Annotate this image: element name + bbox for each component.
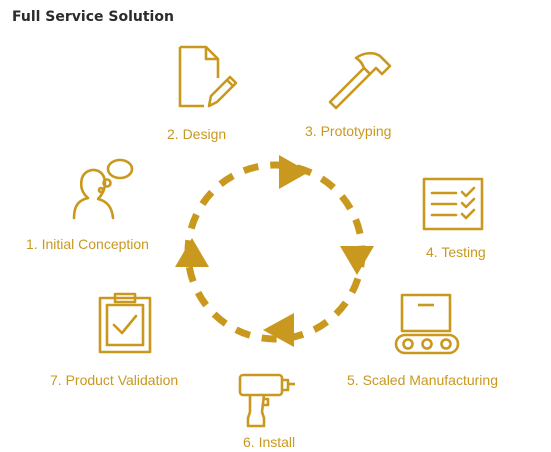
- arrow-left: [175, 238, 209, 267]
- step-5-label: 5. Scaled Manufacturing: [347, 372, 498, 388]
- step-6-label: 6. Install: [243, 434, 296, 450]
- page-title: Full Service Solution: [12, 9, 174, 25]
- power-drill-icon: [238, 373, 295, 428]
- arrow-bottom: [263, 313, 294, 347]
- dashed-cycle-ring: [184, 161, 366, 343]
- document-pencil-icon: [178, 45, 238, 108]
- step-1-label: 1. Initial Conception: [26, 236, 149, 252]
- step-7-label: 7. Product Validation: [50, 372, 179, 388]
- clipboard-check-icon: [98, 292, 152, 354]
- person-thought-icon: [72, 158, 134, 220]
- arrow-right: [340, 246, 374, 275]
- checklist-icon: [422, 177, 484, 231]
- arrow-top: [279, 155, 309, 189]
- step-3-label: 3. Prototyping: [305, 123, 392, 139]
- step-2-label: 2. Design: [167, 126, 227, 142]
- hammer-icon: [328, 51, 392, 110]
- conveyor-belt-icon: [394, 293, 460, 355]
- step-4-label: 4. Testing: [426, 244, 486, 260]
